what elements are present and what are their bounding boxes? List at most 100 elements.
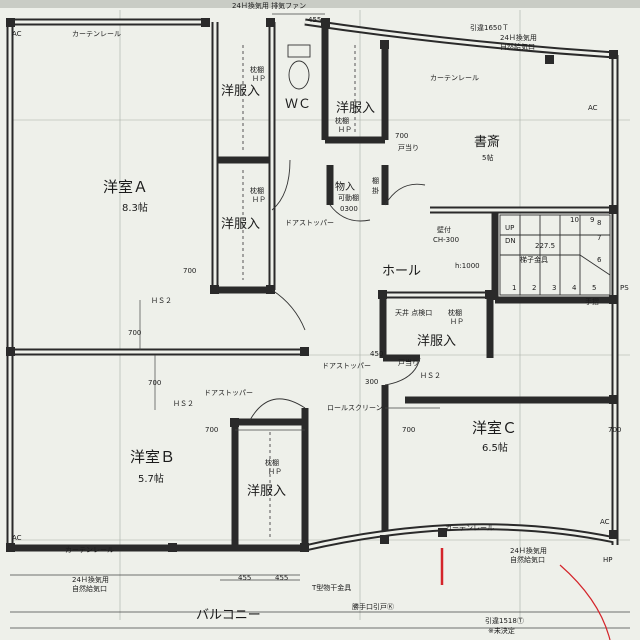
dim-455-3: 455 (275, 574, 288, 582)
dim-455-2: 455 (238, 574, 251, 582)
stair-step-number: 8 (597, 219, 601, 227)
wc-name: ＷＣ (285, 97, 311, 112)
ac-3: AC (12, 534, 22, 542)
closet-label-1: 洋服入 (221, 84, 260, 99)
vent-br-1: 24Ｈ換気用 (510, 546, 547, 555)
door-stopper-3: ドアストッパー (204, 389, 253, 397)
closet-label-2: 洋服入 (221, 217, 260, 232)
shelf-5: 枕棚 (265, 458, 279, 467)
shelf-sign: 棚 (372, 176, 379, 185)
curtain-rail-3: カーテンレール (445, 524, 494, 532)
closet-label-5: 洋服入 (247, 484, 286, 499)
dim-700-4: 700 (148, 379, 161, 387)
red-markings (440, 548, 611, 640)
hanger-sign: 掛 (372, 186, 379, 195)
dimension-lines (10, 13, 630, 629)
stair-step-number: 4 (572, 284, 577, 292)
hp-3: ＨＰ (338, 126, 352, 134)
shelf-1: 枕棚 (250, 65, 264, 74)
hs2-3: ＨＳ２ (420, 372, 441, 380)
vent-bl-2: 自然給気口 (72, 584, 107, 593)
red-note-1: 引違1518Ⓣ (485, 616, 524, 625)
columns (6, 18, 618, 552)
ac-1: AC (12, 30, 22, 38)
stair-step-number: 9 (590, 216, 594, 224)
stair-step-number: 2 (532, 284, 536, 292)
dim-700-1: 700 (395, 132, 408, 140)
hp-5: ＨＰ (268, 468, 282, 476)
dim-455-1: 455 (308, 16, 321, 24)
stair-step-number: 6 (597, 256, 602, 264)
red-note-2: ※未決定 (488, 626, 515, 635)
dim-300: 300 (365, 378, 378, 386)
stair-step-number: 10 (570, 216, 579, 224)
dim-700-7: 700 (608, 426, 621, 434)
hall-name: ホール (382, 264, 421, 279)
door-swings (249, 159, 426, 421)
stair-step-numbers: 1 2 3 4 5 6 7 89 10 (512, 216, 602, 292)
closet-label-3: 洋服入 (336, 101, 375, 116)
toilet-icon (287, 44, 311, 90)
ps-label: PS (620, 284, 629, 292)
doorstop-2: 戸当り (398, 358, 419, 367)
storage-name: 物入 (335, 180, 355, 193)
door-stopper-1: ドアストッパー (285, 219, 334, 227)
dryer: T型物干金具 (311, 583, 351, 592)
stair-step-number: 1 (512, 284, 516, 292)
vent-top-2: 自然給気口 (500, 42, 535, 51)
shelf-3: 枕棚 (335, 116, 349, 125)
top-fan-note: 24Ｈ換気用 排気ファン (232, 1, 306, 10)
dim-700-6: 700 (402, 426, 415, 434)
room-b-size: 5.7帖 (138, 472, 164, 485)
ac-4: AC (600, 518, 610, 526)
curtain-rail-4: カーテンレール (65, 546, 114, 554)
dim-700-2: 700 (183, 267, 196, 275)
shelf-2: 枕棚 (250, 186, 264, 195)
doorstop-1: 戸当り (398, 143, 419, 152)
hp-1: ＨＰ (252, 75, 266, 83)
door-stopper-2: ドアストッパー (322, 362, 371, 370)
labels: 洋室Ａ 8.3帖 洋室Ｂ 5.7帖 洋室Ｃ 6.5帖 書斎 5帖 ＷＣ ホール … (12, 1, 629, 635)
shelf-4: 枕棚 (448, 308, 462, 317)
closet-label-4: 洋服入 (417, 334, 456, 349)
hp-4: ＨＰ (450, 318, 464, 326)
study-name: 書斎 (474, 134, 500, 150)
ac-2: AC (588, 104, 598, 112)
kattekuchi: 勝手口引戸Ⓚ (352, 602, 394, 611)
study-size: 5帖 (482, 153, 493, 162)
dim-450: 450 (370, 350, 383, 358)
handrail: 手摺 (585, 297, 599, 306)
wall-ch: 壁付 (437, 225, 451, 234)
ch: CH-300 (433, 236, 459, 244)
ladder: 梯子金具 (520, 255, 548, 264)
h1000: h:1000 (455, 262, 480, 270)
curtain-rail-1: カーテンレール (72, 30, 121, 38)
room-a-name: 洋室Ａ (103, 178, 148, 196)
hs2-1: ＨＳ２ (151, 297, 172, 305)
dim-700-5: 700 (205, 426, 218, 434)
sheet-edge (0, 0, 640, 8)
wall-highlights (8, 20, 617, 550)
vent-bl-1: 24Ｈ換気用 (72, 575, 109, 584)
room-a-size: 8.3帖 (122, 201, 148, 214)
vent-br-2: 自然給気口 (510, 555, 545, 564)
stair-step-number: 3 (552, 284, 556, 292)
dim-0300: 0300 (340, 205, 358, 213)
stair-step-number: 7 (597, 234, 601, 242)
dim-227: 227.5 (535, 242, 555, 250)
hp-2: ＨＰ (252, 196, 266, 204)
room-b-name: 洋室Ｂ (130, 448, 175, 466)
vent-top-1: 24Ｈ換気用 (500, 33, 537, 42)
up-label: UP (505, 224, 514, 232)
pull-note: 引違1650Ｔ (470, 23, 509, 32)
closet-rods (242, 45, 356, 540)
hp-small: HP (603, 556, 613, 564)
room-c-name: 洋室Ｃ (472, 419, 517, 437)
balcony-label: バルコニー (196, 608, 261, 623)
stair-step-number: 5 (592, 284, 596, 292)
room-c-size: 6.5帖 (482, 441, 508, 454)
dn-label: DN (505, 237, 516, 245)
curtain-rail-2: カーテンレール (430, 74, 479, 82)
